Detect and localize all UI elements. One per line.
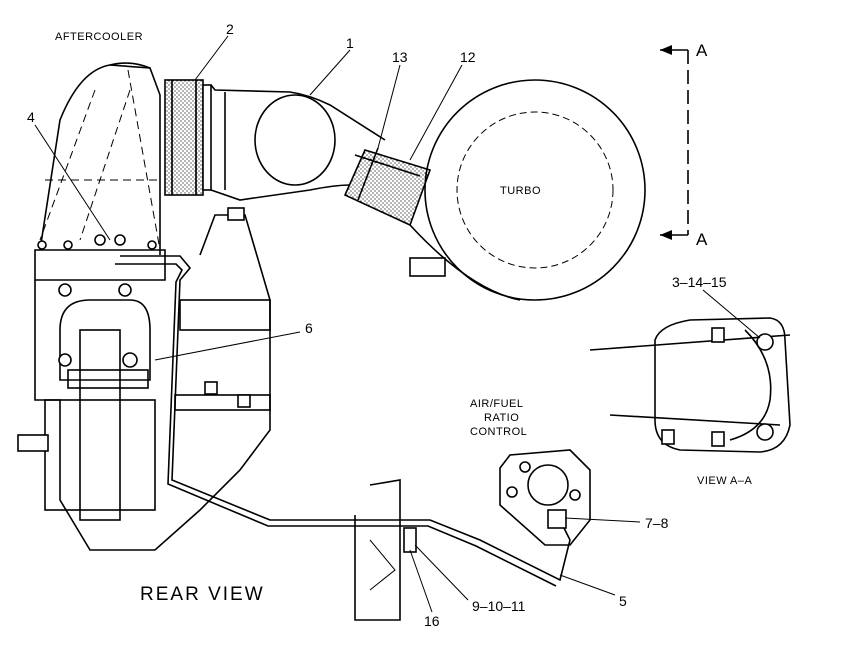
view-aa-detail (589, 317, 791, 453)
air-fuel-ratio-control (499, 449, 591, 546)
callout-1: 1 (346, 35, 354, 51)
callout-13: 13 (392, 49, 408, 65)
callout-4: 4 (27, 109, 35, 125)
hose-clamp-2 (164, 79, 212, 196)
bracket-9-10-11 (354, 479, 417, 621)
callout-7-8: 7–8 (645, 515, 669, 531)
callout-5: 5 (619, 593, 627, 609)
elbow-pipe-1 (210, 84, 386, 201)
aftercooler-housing (34, 62, 166, 281)
sleeve-12-clamp-13 (343, 147, 432, 227)
afr-label-line1: AIR/FUEL (470, 398, 524, 410)
callout-6: 6 (305, 320, 313, 336)
callout-2: 2 (226, 21, 234, 37)
section-marker-aa (660, 45, 689, 240)
view-aa-label: VIEW A–A (697, 475, 753, 487)
turbocharger (409, 79, 646, 301)
tube-5 (115, 255, 571, 587)
engine-rear-body (17, 207, 271, 551)
callout-16: 16 (424, 613, 440, 629)
turbo-label: TURBO (500, 185, 541, 197)
afr-label-line2: RATIO (484, 412, 519, 424)
section-a-top-label: A (696, 41, 708, 60)
rear-view-label: REAR VIEW (140, 584, 265, 605)
callout-9-10-11: 9–10–11 (472, 598, 526, 614)
callout-3-14-15: 3–14–15 (672, 274, 727, 290)
leader-lines (34, 35, 761, 613)
section-a-bottom-label: A (696, 230, 708, 249)
afr-label-line3: CONTROL (470, 426, 527, 438)
callout-12: 12 (460, 49, 476, 65)
aftercooler-label: AFTERCOOLER (55, 31, 143, 43)
